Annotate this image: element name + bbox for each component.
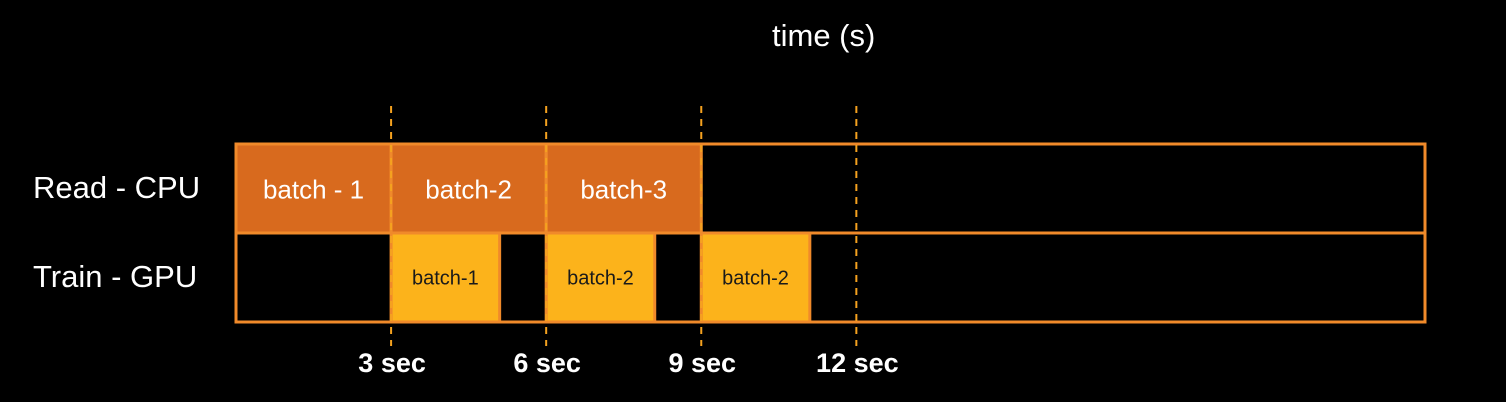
- time-axis-title: time (s): [772, 18, 876, 53]
- gpu-batch-label-5: batch-2: [567, 268, 634, 290]
- gpu-batch-label-6: batch-2: [722, 268, 789, 290]
- gpu-batch-label-4: batch-1: [412, 268, 479, 290]
- time-tick-label-6: 6 sec: [513, 348, 581, 378]
- row-label-train-gpu: Train - GPU: [33, 259, 198, 294]
- cpu-batch-label-1: batch - 1: [263, 175, 364, 205]
- cpu-batch-label-2: batch-2: [425, 175, 512, 205]
- gpu-batch-block-4: [389, 231, 502, 324]
- time-tick-label-12: 12 sec: [816, 348, 899, 378]
- lane-train-gpu: [234, 231, 1427, 324]
- gpu-batch-block-5: [544, 231, 657, 324]
- time-tick-label-3: 3 sec: [358, 348, 426, 378]
- cpu-batch-label-3: batch-3: [580, 175, 667, 205]
- row-label-read-cpu: Read - CPU: [33, 170, 201, 205]
- cpu-batch-block-1: [234, 142, 393, 235]
- time-tick-label-9: 9 sec: [668, 348, 736, 378]
